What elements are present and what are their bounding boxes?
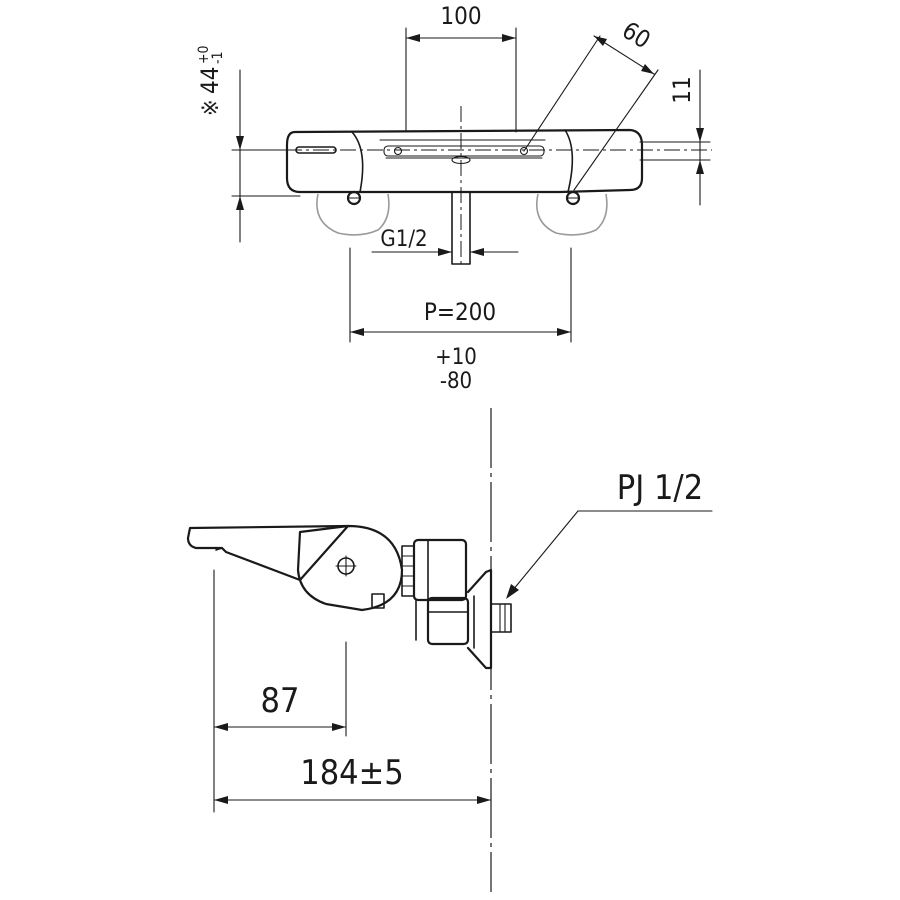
- dim-44-arrow-down: [236, 196, 244, 210]
- dim-g12-label: G1/2: [380, 227, 427, 252]
- side-view-housing: [412, 538, 468, 602]
- dim-11-arrow-up: [696, 128, 704, 142]
- dim-44-label: 44: [196, 67, 224, 94]
- dim-100-arrow-right: [502, 34, 516, 42]
- dim-100-label: 100: [440, 2, 481, 30]
- side-view-connector-nut: [401, 545, 415, 597]
- side-view-spout: [186, 524, 350, 582]
- top-view-leg-right: [536, 193, 608, 236]
- dim-11-arrow-down: [696, 160, 704, 174]
- pj12-leader-line: [507, 510, 579, 597]
- dim-g12-arrow-right: [470, 248, 484, 256]
- top-view-leg-left: [316, 193, 390, 236]
- pj12-leader-arrow: [506, 584, 519, 599]
- dim-87-arrow-left: [214, 723, 228, 731]
- top-view-right-handle: [564, 129, 574, 193]
- top-view-slot: [383, 145, 545, 157]
- dim-184-label: 184±5: [300, 753, 403, 793]
- dim-184-arrow-left: [214, 796, 228, 804]
- dim-60-label: 60: [617, 16, 655, 54]
- top-view-body-outline: [285, 128, 644, 194]
- side-view-lock-button: [371, 593, 385, 609]
- side-view-lower-fitting: [426, 596, 470, 646]
- top-view-screw-right: [519, 146, 529, 156]
- side-view-escutcheon: [466, 568, 493, 670]
- top-view-left-handle: [351, 131, 364, 193]
- dim-g12-arrow-left: [438, 248, 452, 256]
- dim-11-label: 11: [668, 76, 696, 103]
- dim-100-arrow-left: [406, 34, 420, 42]
- side-view-body: [296, 524, 404, 612]
- dim-184-arrow-right: [477, 796, 491, 804]
- side-view-wall-pipe: [490, 603, 512, 633]
- dim-87-arrow-right: [332, 723, 346, 731]
- dim-44-tol-plus: +0: [196, 45, 212, 64]
- dim-87-label: 87: [261, 681, 300, 721]
- side-view: PJ 1/2 87 184±5: [186, 408, 713, 892]
- dim-60-arrow-up: [594, 36, 607, 46]
- dim-pitch-arrow-right: [557, 328, 571, 336]
- dim-pitch-label: P=200: [424, 298, 496, 326]
- dim-pitch-tol-plus: +10: [435, 345, 477, 370]
- dim-60-arrow-down: [641, 64, 654, 74]
- dim-44-tol-minus: -1: [210, 51, 226, 64]
- dim-44-arrow-up: [236, 136, 244, 150]
- side-view-spout-tip: [215, 547, 223, 551]
- dim-pitch-arrow-left: [350, 328, 364, 336]
- pj12-label: PJ 1/2: [617, 468, 703, 508]
- dim-44-mark: ※: [199, 99, 224, 116]
- top-view-screw-left: [393, 146, 403, 156]
- dim-60-ext-upper: [523, 35, 601, 152]
- dim-44-label-group: ※ 44 +0 -1: [196, 45, 226, 116]
- dim-pitch-tol-minus: -80: [440, 369, 472, 394]
- dim-60-ext-lower: [573, 69, 659, 191]
- top-view: 100 60 11 ※ 44 +0 -1 G1/2: [196, 2, 712, 394]
